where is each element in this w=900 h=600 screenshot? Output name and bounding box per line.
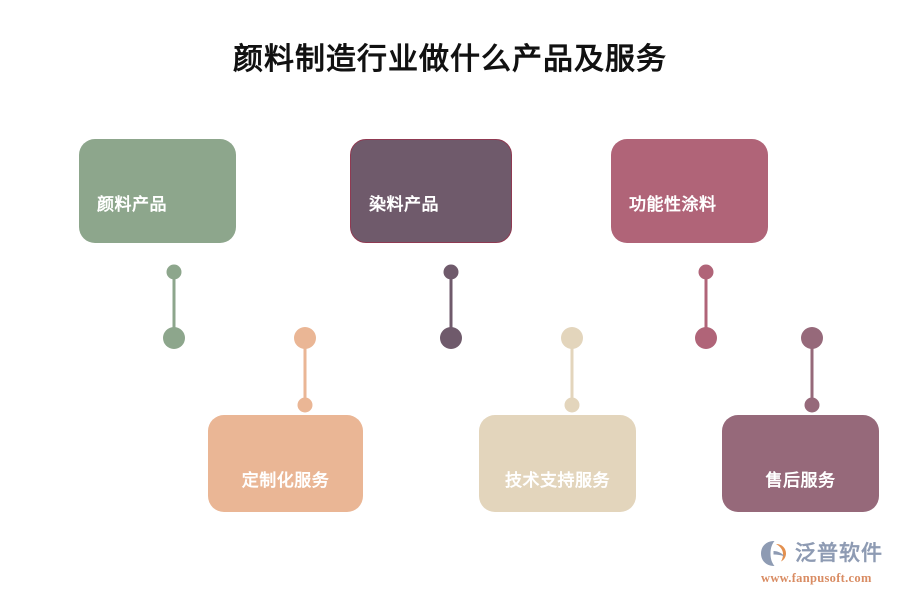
node-card-label: 售后服务 (765, 471, 836, 490)
timeline-node-dot[interactable] (695, 327, 717, 349)
node-card-2[interactable]: 定制化服务 (208, 415, 363, 512)
node-connector-line (810, 343, 814, 405)
node-card-label: 染料产品 (369, 194, 439, 214)
fanpu-logo-icon (761, 541, 786, 566)
node-tip-dot (804, 397, 820, 413)
node-card-6[interactable]: 售后服务 (722, 415, 879, 512)
node-card-label: 技术支持服务 (505, 471, 610, 490)
node-card-label: 颜料产品 (97, 194, 167, 214)
logo-url: www.fanpusoft.com (761, 571, 872, 585)
node-connector-line (172, 272, 176, 334)
node-tip-dot (443, 264, 459, 280)
node-connector-line (303, 343, 307, 405)
timeline-node-dot[interactable] (801, 327, 823, 349)
timeline-node-dot[interactable] (440, 327, 462, 349)
node-connector-line (570, 343, 574, 405)
node-connector-line (704, 272, 708, 334)
node-tip-dot (564, 397, 580, 413)
timeline-node-dot[interactable] (163, 327, 185, 349)
brand-logo: 泛普软件 www.fanpusoft.com (760, 540, 892, 590)
timeline-node-dot[interactable] (294, 327, 316, 349)
logo-wordmark: 泛普软件 (795, 542, 883, 565)
node-tip-dot (166, 264, 182, 280)
page-title: 颜料制造行业做什么产品及服务 (233, 43, 667, 76)
node-tip-dot (698, 264, 714, 280)
node-card-1[interactable]: 颜料产品 (79, 139, 236, 243)
node-card-label: 定制化服务 (241, 471, 330, 490)
timeline-node-dot[interactable] (561, 327, 583, 349)
node-card-5[interactable]: 功能性涂料 (611, 139, 768, 243)
node-connector-line (449, 272, 453, 334)
node-tip-dot (297, 397, 313, 413)
node-card-label: 功能性涂料 (629, 194, 717, 214)
node-card-4[interactable]: 技术支持服务 (479, 415, 636, 512)
node-card-3[interactable]: 染料产品 (350, 139, 512, 243)
